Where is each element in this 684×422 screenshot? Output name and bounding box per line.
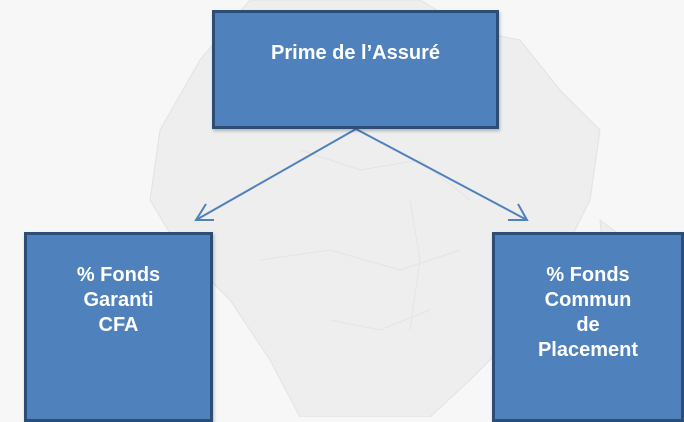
arrowhead-right — [508, 203, 529, 221]
mutual-fund-line-1: % Fonds — [546, 264, 630, 286]
mutual-fund-line-3: de — [576, 314, 600, 336]
arrowhead-left — [194, 203, 214, 221]
arrow-to-left — [195, 128, 357, 221]
mutual-fund-line-2: Commun — [544, 289, 632, 311]
guaranteed-fund-line-1: % Fonds — [76, 264, 161, 286]
arrow-to-right — [355, 128, 528, 221]
premium-node: Prime de l’Assuré — [212, 10, 499, 129]
guaranteed-fund-line-3: CFA — [98, 314, 139, 336]
mutual-fund-line-4: Placement — [537, 339, 639, 361]
mutual-fund-node: % Fonds Commun de Placement — [492, 232, 684, 422]
guaranteed-fund-node: % Fonds Garanti CFA — [24, 232, 213, 422]
guaranteed-fund-line-2: Garanti — [83, 289, 154, 311]
premium-node-label: Prime de l’Assuré — [271, 42, 440, 64]
